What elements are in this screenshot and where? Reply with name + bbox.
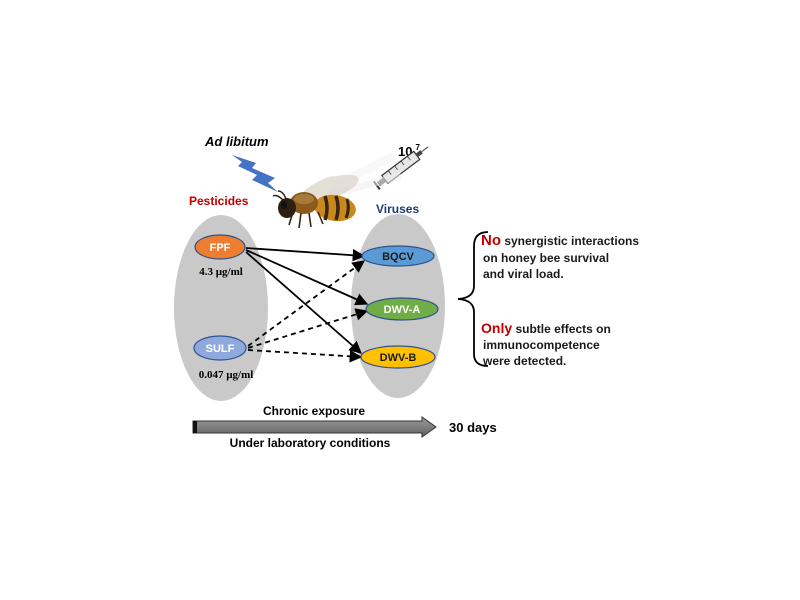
conclusion-no-synergy: No synergistic interactions on honey bee…	[481, 232, 639, 281]
svg-text:were detected.: were detected.	[482, 354, 566, 368]
ad-libitum-label: Ad libitum	[204, 134, 269, 149]
conclusion-no-emph: No	[481, 232, 501, 249]
virus-node-dwvb: DWV-B	[360, 345, 436, 369]
virus-node-bqcv: BQCV	[361, 245, 435, 267]
conclusion-only-emph: Only	[481, 320, 512, 336]
conclusion-subtle-effects: Only subtle effects on immunocompetence …	[481, 320, 611, 368]
dwvb-label: DWV-B	[380, 352, 417, 364]
timeline-duration: 30 days	[449, 420, 497, 435]
dwva-label: DWV-A	[384, 304, 421, 316]
svg-text:immunocompetence: immunocompetence	[483, 338, 600, 352]
interaction-arrows	[245, 247, 369, 363]
svg-text:No synergistic interactions: No synergistic interactions	[481, 232, 639, 249]
svg-text:and viral load.: and viral load.	[483, 267, 564, 281]
arrow-sulf-bqcv	[247, 260, 366, 347]
arrow-sulf-dwva	[247, 308, 369, 349]
arrow-sulf-dwvb	[247, 349, 363, 363]
timeline-above-label: Chronic exposure	[263, 404, 365, 418]
sulf-dose: 0.047 µg/ml	[199, 369, 254, 381]
arrow-fpf-dwvb	[245, 251, 362, 354]
pesticides-heading: Pesticides	[189, 194, 249, 208]
timeline-below-label: Under laboratory conditions	[230, 436, 391, 450]
arrow-fpf-dwva	[245, 249, 369, 306]
svg-text:Only subtle effects on: Only subtle effects on	[481, 320, 611, 336]
virus-node-dwva: DWV-A	[365, 297, 439, 321]
summary-brace	[457, 231, 489, 367]
lightning-icon	[232, 155, 278, 192]
fpf-dose: 4.3 µg/ml	[199, 266, 243, 278]
arrow-fpf-bqcv	[245, 247, 366, 262]
honey-bee-image	[272, 174, 359, 229]
sulf-label: SULF	[206, 343, 235, 355]
pesticide-node-sulf: SULF	[193, 335, 247, 361]
svg-text:on honey bee survival: on honey bee survival	[483, 251, 609, 265]
pesticide-node-fpf: FPF	[194, 234, 246, 260]
viruses-heading: Viruses	[376, 202, 419, 216]
timeline-arrow	[192, 416, 437, 438]
bqcv-label: BQCV	[382, 251, 414, 263]
fpf-label: FPF	[210, 242, 231, 254]
